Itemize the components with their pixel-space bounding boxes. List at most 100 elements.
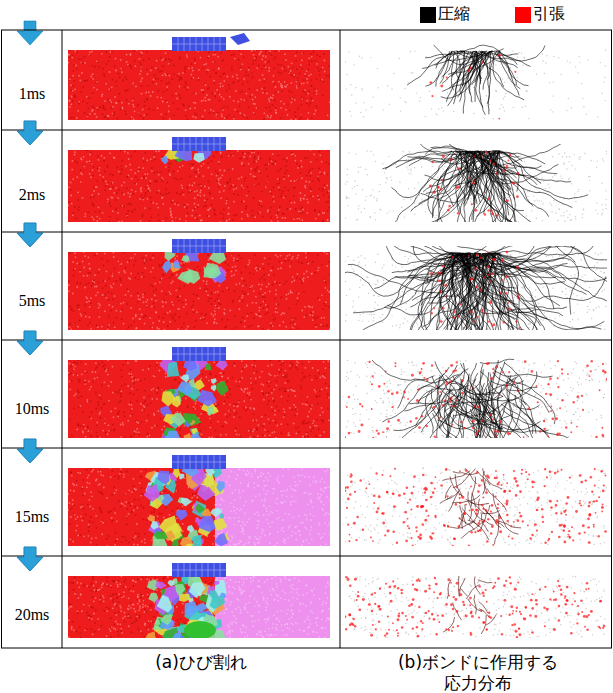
drawing-part bbox=[319, 171, 321, 173]
drawing-part bbox=[125, 89, 127, 91]
drawing-part bbox=[567, 217, 568, 218]
drawing-part bbox=[524, 161, 525, 162]
drawing-part bbox=[308, 91, 310, 93]
drawing-part bbox=[541, 201, 542, 202]
drawing-part bbox=[387, 213, 388, 214]
drawing-part bbox=[187, 87, 189, 89]
drawing-part bbox=[261, 206, 263, 208]
drawing-part bbox=[208, 87, 210, 89]
drawing-part bbox=[203, 205, 205, 207]
drawing-part bbox=[345, 61, 346, 62]
drawing-part bbox=[119, 93, 121, 95]
drawing-part bbox=[310, 187, 312, 189]
drawing-part bbox=[70, 84, 72, 86]
drawing-part bbox=[196, 172, 198, 174]
drawing-part bbox=[408, 82, 409, 83]
drawing-part bbox=[523, 57, 524, 58]
stress-panel bbox=[345, 144, 607, 222]
drawing-part bbox=[134, 209, 136, 211]
drawing-part bbox=[275, 50, 277, 52]
drawing-part bbox=[410, 51, 411, 52]
drawing-part bbox=[255, 178, 257, 180]
drawing-part bbox=[149, 208, 151, 210]
drawing-part bbox=[158, 190, 160, 192]
drawing-part bbox=[134, 183, 136, 185]
drawing-part bbox=[582, 217, 583, 218]
drawing-part bbox=[329, 101, 330, 103]
drawing-part bbox=[176, 98, 178, 100]
drawing-part bbox=[543, 180, 544, 181]
drawing-part bbox=[323, 212, 325, 214]
drawing-part bbox=[313, 88, 315, 90]
drawing-part bbox=[283, 103, 285, 105]
drawing-part bbox=[414, 167, 415, 168]
drawing-part bbox=[240, 53, 242, 55]
drawing-part bbox=[301, 219, 303, 221]
drawing-part bbox=[542, 203, 543, 204]
drawing-part bbox=[246, 93, 248, 95]
drawing-part bbox=[366, 150, 367, 151]
drawing-part bbox=[297, 218, 299, 220]
drawing-part bbox=[105, 185, 107, 187]
drawing-part bbox=[154, 181, 156, 183]
drawing-part bbox=[215, 170, 217, 172]
drawing-part bbox=[270, 96, 272, 98]
drawing-part bbox=[76, 176, 78, 178]
drawing-part bbox=[165, 113, 167, 115]
drawing-part bbox=[91, 203, 93, 205]
drawing-part bbox=[68, 54, 70, 56]
drawing-part bbox=[436, 51, 452, 87]
drawing-part bbox=[68, 54, 70, 56]
drawing-part bbox=[534, 200, 535, 201]
drawing-part bbox=[248, 66, 250, 68]
drawing-part bbox=[236, 214, 238, 216]
drawing-part bbox=[324, 71, 326, 73]
drawing-part bbox=[280, 107, 282, 109]
drawing-part bbox=[362, 189, 363, 190]
drawing-part bbox=[261, 58, 263, 60]
drawing-part bbox=[376, 200, 377, 201]
drawing-part bbox=[153, 156, 155, 158]
drawing-part bbox=[552, 156, 553, 157]
drawing-part bbox=[194, 62, 196, 64]
drawing-part bbox=[503, 98, 504, 99]
drawing-part bbox=[289, 109, 291, 111]
drawing-part bbox=[222, 85, 224, 87]
drawing-part bbox=[180, 97, 182, 99]
drawing-part bbox=[571, 219, 572, 220]
drawing-part bbox=[288, 175, 290, 177]
drawing-part bbox=[161, 197, 163, 199]
drawing-part bbox=[321, 79, 323, 81]
drawing-part bbox=[213, 82, 215, 84]
drawing-part bbox=[275, 112, 277, 114]
drawing-part bbox=[77, 162, 79, 164]
drawing-part bbox=[177, 75, 179, 77]
drawing-part bbox=[252, 215, 254, 217]
drawing-part bbox=[388, 156, 389, 157]
drawing-part bbox=[589, 190, 590, 191]
drawing-part bbox=[275, 160, 277, 162]
drawing-part bbox=[96, 61, 98, 63]
drawing-part bbox=[126, 61, 128, 63]
drawing-part bbox=[266, 114, 268, 116]
drawing-part bbox=[116, 207, 118, 209]
drawing-part bbox=[238, 80, 240, 82]
drawing-part bbox=[173, 102, 175, 104]
drawing-part bbox=[194, 203, 196, 205]
drawing-part bbox=[248, 191, 250, 193]
drawing-part bbox=[285, 195, 287, 197]
drawing-part bbox=[207, 162, 209, 164]
drawing-part bbox=[504, 96, 505, 97]
drawing-part bbox=[250, 168, 252, 170]
drawing-part bbox=[300, 114, 302, 116]
drawing-part bbox=[277, 91, 279, 93]
drawing-part bbox=[102, 105, 104, 107]
drawing-part bbox=[262, 55, 264, 57]
drawing-part bbox=[192, 185, 194, 187]
drawing-part bbox=[128, 103, 130, 105]
drawing-part bbox=[151, 167, 153, 169]
drawing-part bbox=[247, 117, 249, 119]
drawing-part bbox=[437, 177, 438, 178]
drawing-part bbox=[123, 206, 125, 208]
drawing-part bbox=[316, 63, 318, 65]
